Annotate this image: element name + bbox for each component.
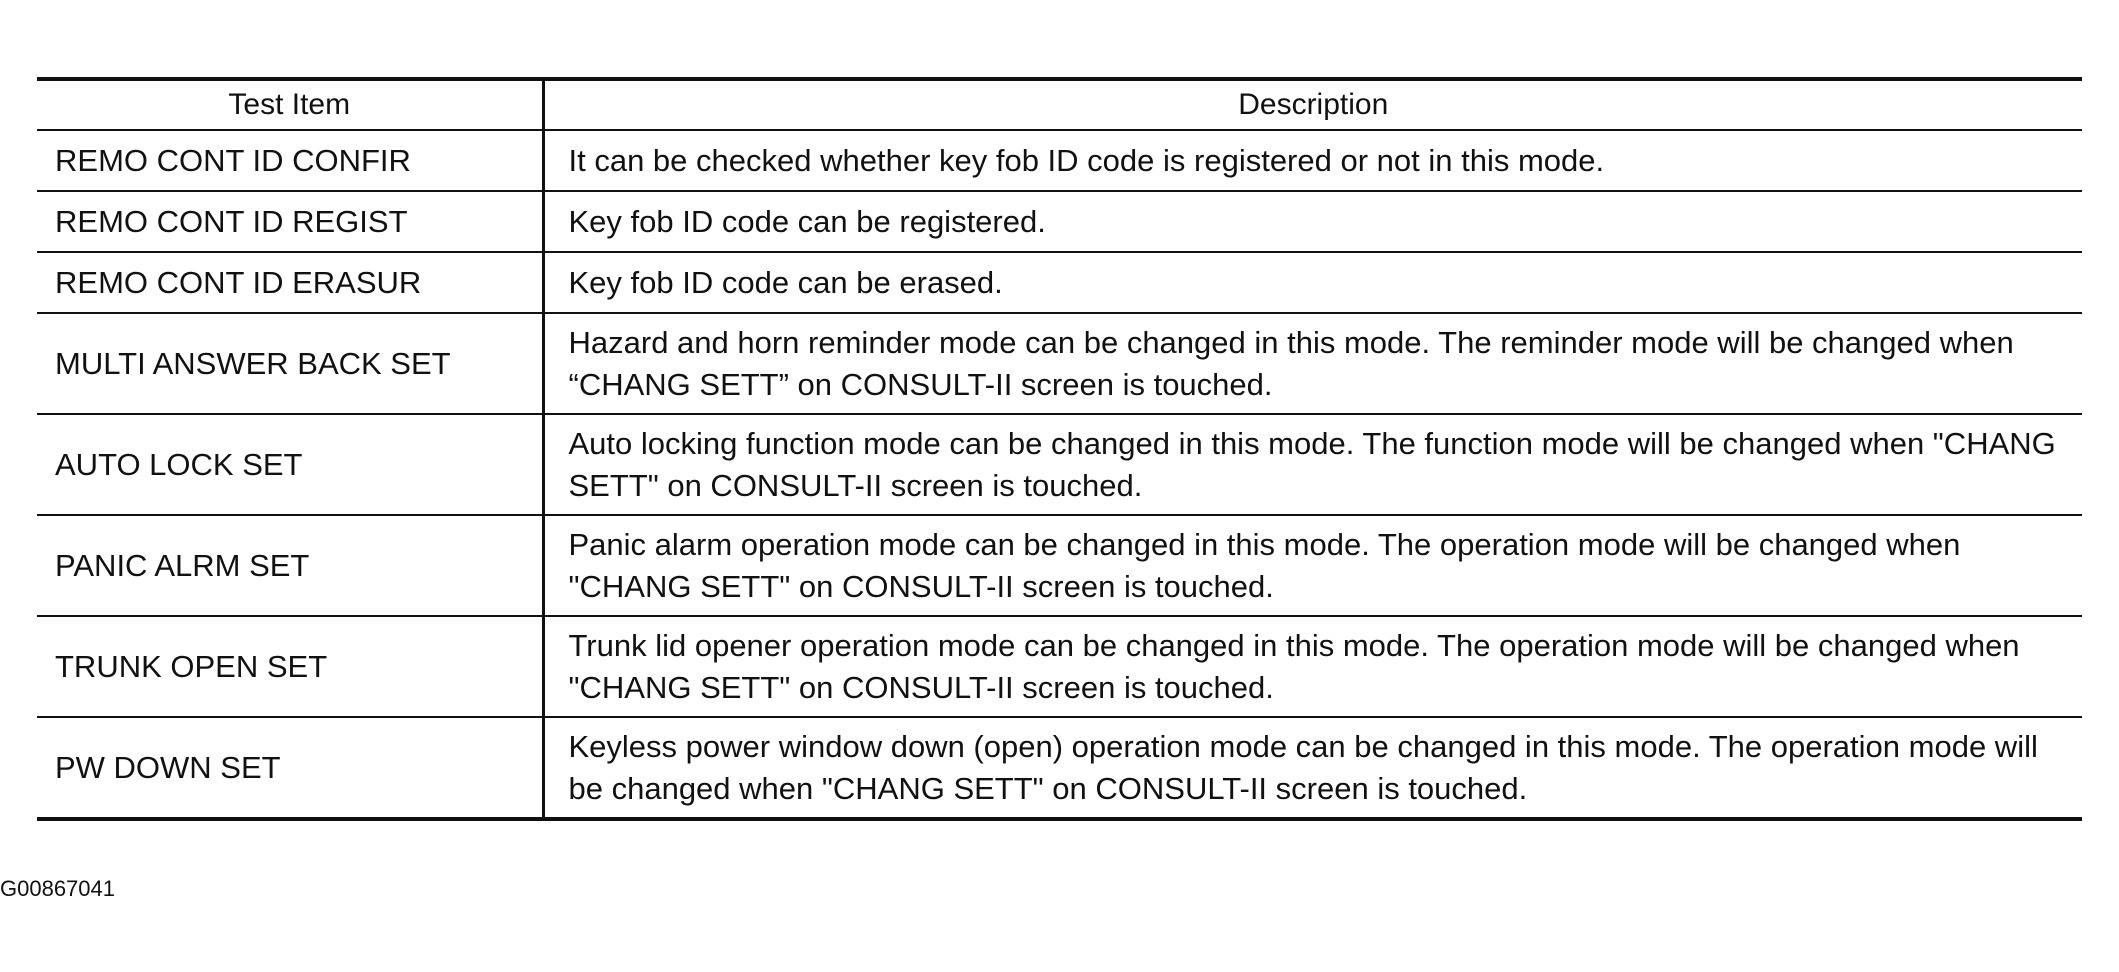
header-test-item: Test Item: [37, 77, 545, 131]
test-item-cell: REMO CONT ID CONFIR: [37, 129, 545, 192]
table-row: PW DOWN SET Keyless power window down (o…: [37, 716, 2082, 821]
description-cell: Hazard and horn reminder mode can be cha…: [543, 312, 2082, 415]
test-item-cell: REMO CONT ID ERASUR: [37, 251, 545, 314]
description-cell: It can be checked whether key fob ID cod…: [543, 129, 2082, 192]
test-item-cell: MULTI ANSWER BACK SET: [37, 312, 545, 415]
figure-id: G00867041: [0, 876, 115, 901]
test-item-cell: PANIC ALRM SET: [37, 514, 545, 617]
test-item-table: Test Item Description REMO CONT ID CONFI…: [37, 77, 2082, 821]
test-item-cell: REMO CONT ID REGIST: [37, 190, 545, 253]
description-cell: Key fob ID code can be registered.: [543, 190, 2082, 253]
table-row: REMO CONT ID ERASUR Key fob ID code can …: [37, 251, 2082, 314]
table-row: REMO CONT ID CONFIR It can be checked wh…: [37, 129, 2082, 192]
table-row: AUTO LOCK SET Auto locking function mode…: [37, 413, 2082, 516]
description-cell: Trunk lid opener operation mode can be c…: [543, 615, 2082, 718]
table-header-row: Test Item Description: [37, 77, 2082, 131]
test-item-cell: AUTO LOCK SET: [37, 413, 545, 516]
test-item-cell: PW DOWN SET: [37, 716, 545, 821]
header-description: Description: [543, 77, 2082, 131]
description-cell: Panic alarm operation mode can be change…: [543, 514, 2082, 617]
test-item-cell: TRUNK OPEN SET: [37, 615, 545, 718]
table-row: MULTI ANSWER BACK SET Hazard and horn re…: [37, 312, 2082, 415]
description-cell: Key fob ID code can be erased.: [543, 251, 2082, 314]
table-row: PANIC ALRM SET Panic alarm operation mod…: [37, 514, 2082, 617]
table-row: REMO CONT ID REGIST Key fob ID code can …: [37, 190, 2082, 253]
table-row: TRUNK OPEN SET Trunk lid opener operatio…: [37, 615, 2082, 718]
description-cell: Auto locking function mode can be change…: [543, 413, 2082, 516]
description-cell: Keyless power window down (open) operati…: [543, 716, 2082, 821]
